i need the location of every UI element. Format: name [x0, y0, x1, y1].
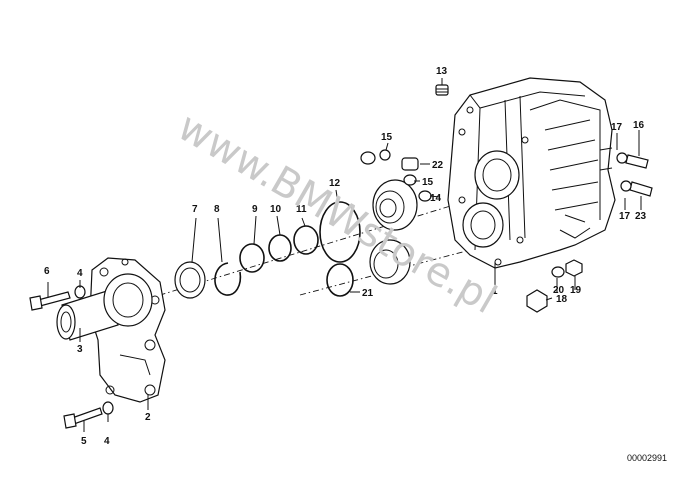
bolt-upper: [29, 291, 71, 311]
nut-18: [526, 289, 548, 313]
callout-19: 19: [570, 285, 582, 296]
lower-bearing: [369, 239, 411, 285]
nut-19: [565, 259, 583, 277]
snap-ring: [293, 225, 319, 255]
circlip: [214, 262, 242, 296]
washer-15: [379, 149, 391, 161]
callout-4-lower: 4: [104, 436, 110, 447]
callout-9: 9: [252, 204, 258, 215]
plug-13: [435, 84, 449, 96]
switch-23: [620, 180, 653, 197]
lower-ring: [326, 263, 354, 297]
callout-4-upper: 4: [77, 268, 83, 279]
callout-8: 8: [214, 204, 220, 215]
callout-1: 1: [492, 286, 498, 297]
callout-11: 11: [296, 204, 307, 215]
callout-18: 18: [556, 294, 568, 305]
seal-ring: [174, 261, 206, 299]
callout-14: 14: [430, 193, 442, 204]
leader-lines: [47, 78, 642, 432]
callout-23: 23: [635, 211, 647, 222]
callout-21: 21: [362, 288, 374, 299]
bolt-lower: [63, 407, 103, 429]
washer-20: [551, 266, 565, 278]
callout-12: 12: [329, 178, 341, 189]
callout-17-upper: 17: [611, 122, 623, 133]
washer-15b: [403, 174, 417, 186]
upper-bearing: [372, 179, 418, 231]
large-ring: [319, 201, 361, 263]
washer-lower: [102, 401, 114, 415]
callout-15-lower: 15: [422, 177, 434, 188]
callout-7: 7: [192, 204, 198, 215]
callout-3: 3: [77, 344, 83, 355]
callout-6: 6: [44, 266, 50, 277]
callout-10: 10: [270, 204, 282, 215]
shim-ring: [268, 234, 292, 262]
callout-20: 20: [553, 285, 565, 296]
plug-22: [401, 157, 419, 171]
callout-13: 13: [436, 66, 448, 77]
spacer-ring: [239, 243, 265, 273]
gearbox-housing: [447, 77, 616, 269]
callout-2: 2: [145, 412, 151, 423]
switch-16: [616, 152, 649, 169]
nut-15: [360, 151, 376, 165]
diagram-part-number: 00002991: [627, 453, 667, 463]
callout-22: 22: [432, 160, 444, 171]
callout-labels: 1 2 3 4 4 5 6 7 8 9 10 11 12 13 14 15 15…: [44, 66, 647, 447]
callout-15-upper: 15: [381, 132, 393, 143]
callout-16: 16: [633, 120, 645, 131]
callout-5: 5: [81, 436, 87, 447]
shaft-sleeve: [56, 273, 153, 341]
callout-17-lower: 17: [619, 211, 631, 222]
